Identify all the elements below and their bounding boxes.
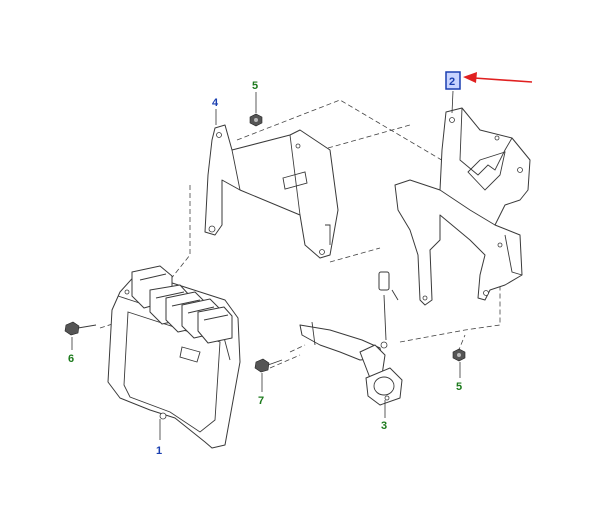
callout-nut-left: 5 (252, 80, 258, 92)
nut-fastener-left (249, 113, 263, 127)
ecm-bracket-part (204, 124, 339, 259)
bolt-fastener-center (254, 358, 283, 373)
callout-sensor-bracket: 3 (381, 420, 387, 432)
callout-mounting-bracket: 2 (449, 76, 455, 88)
callout-bolt-left: 6 (68, 353, 74, 365)
highlight-box (445, 71, 461, 90)
callout-leaders (71, 90, 461, 440)
callout-ecm-bracket: 4 (212, 97, 219, 109)
mounting-bracket-part (394, 107, 531, 306)
assembly-dashed-lines (99, 99, 501, 369)
bolt-fastener-left (64, 321, 97, 336)
ecm-connectors (131, 265, 233, 344)
callout-ecm-module: 1 (156, 445, 162, 457)
red-arrow-icon (463, 72, 533, 83)
nut-fastener-right (452, 348, 466, 362)
callout-bolt-center: 7 (258, 395, 264, 407)
callout-nut-right: 5 (456, 381, 462, 393)
ecm-module-part (107, 265, 241, 449)
sensor-bracket-part (299, 271, 403, 406)
